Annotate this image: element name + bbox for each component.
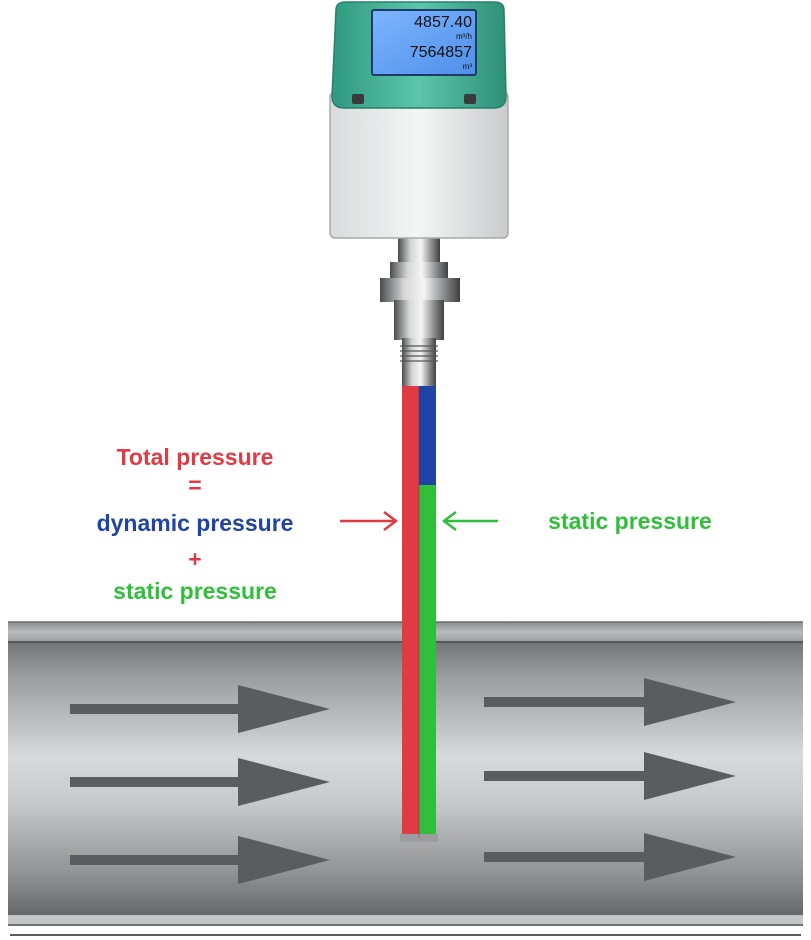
total-pressure-arrow [340,511,399,531]
probe-tubes [400,385,438,842]
flow-arrow [70,836,330,884]
static-pressure-tube [419,485,436,837]
static-pressure-arrow [441,511,498,531]
screw [352,94,364,104]
sensor-housing [329,1,509,239]
display-line2-value: 7564857 [409,44,472,61]
static-pressure-label-left: static pressure [113,578,277,604]
probe-fitting [380,238,460,386]
flow-arrow [70,758,330,806]
flow-arrows [70,678,736,884]
display-line1-unit: m³/h [456,32,472,41]
screw [464,94,476,104]
equals-sign: = [188,472,202,498]
dynamic-pressure-label: dynamic pressure [96,510,294,536]
flow-arrow [484,752,736,800]
display-screen [371,9,477,76]
display-line2-unit: m³ [462,62,472,71]
display-line1-value: 4857.40 [414,14,472,31]
total-pressure-label: Total pressure [116,444,274,470]
dynamic-pressure-tube [419,385,436,485]
static-pressure-label-right: static pressure [548,508,712,534]
flow-arrow [484,678,736,726]
total-pressure-tube [402,385,419,837]
plus-sign: + [188,546,202,572]
flow-arrow [70,685,330,733]
flow-arrow [484,833,736,881]
